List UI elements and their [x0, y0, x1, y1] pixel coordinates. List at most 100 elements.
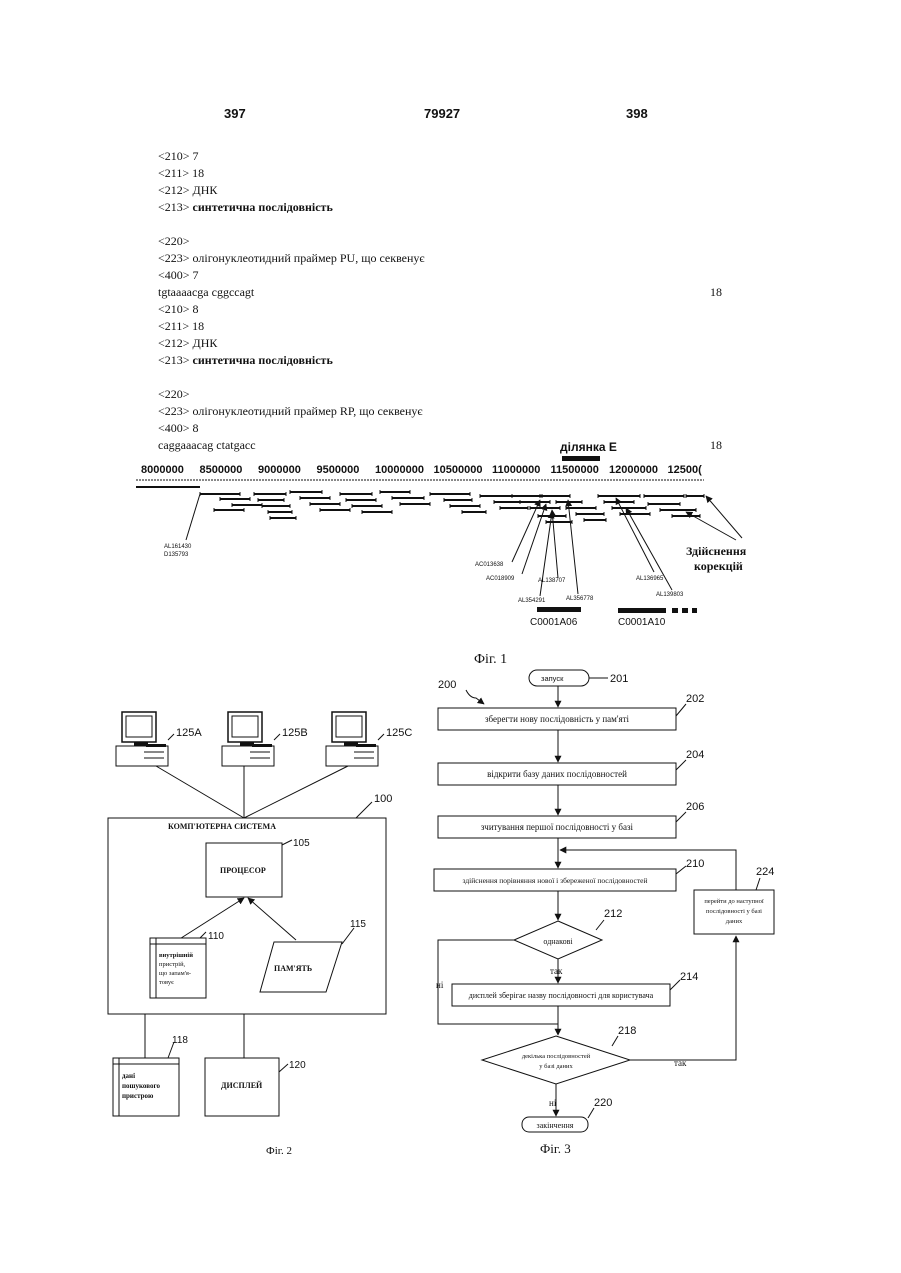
scale-tick-label: 12000000: [609, 464, 658, 476]
scale-tick-label: 11000000: [492, 464, 540, 476]
leader-line: [342, 928, 354, 944]
ref-number: 115: [350, 919, 366, 930]
no-label: ні: [436, 980, 444, 990]
yes-label: так: [674, 1058, 687, 1068]
ref-number: 212: [604, 908, 622, 920]
scale-tick-label: 9500000: [317, 464, 360, 476]
storage-label: товує: [159, 979, 174, 986]
accession-label: AC018909: [486, 576, 515, 582]
ref-number: 204: [686, 749, 704, 761]
accession-label: AL356778: [566, 596, 594, 602]
step-label: перейти до наступної: [704, 898, 764, 905]
accession-label: D135793: [164, 552, 189, 558]
accession-label: AL136965: [636, 576, 664, 582]
terminal-ref: 125B: [282, 727, 308, 739]
no-label: ні: [549, 1098, 557, 1108]
scale-tick-label: 10000000: [375, 464, 424, 476]
terminal-ref: 125C: [386, 727, 412, 739]
contig-bar: [682, 608, 688, 613]
leader-line: [596, 920, 604, 930]
scale-tick-label: 8000000: [141, 464, 184, 476]
accession-label: AC013638: [475, 562, 504, 568]
ref-number: 202: [686, 693, 704, 705]
system-label: КОМП'ЮТЕРНА СИСТЕМА: [168, 822, 276, 831]
step-label: зберегти нову послідовність у пам'яті: [485, 714, 630, 724]
storage-label: що запам'я-: [159, 970, 191, 977]
leader-line: [756, 878, 760, 890]
fig3-caption: Фіг. 3: [540, 1141, 571, 1156]
scale-tick-label: 11500000: [551, 464, 599, 476]
leader-line: [676, 760, 686, 770]
memory-label: ПАМ'ЯТЬ: [274, 964, 312, 973]
scale-tick-label: 10500000: [434, 464, 483, 476]
leader-line: [676, 812, 686, 822]
corrections-label: Здійснення: [686, 544, 747, 558]
region-e-label: ділянка Е: [560, 440, 617, 454]
decision-label: у базі даних: [539, 1063, 573, 1070]
clone-segments: [200, 490, 704, 524]
terminal-computer: [326, 712, 378, 766]
yes-label: так: [550, 966, 563, 976]
ref-number: 201: [610, 673, 628, 685]
leader-line: [676, 866, 686, 874]
scale-tick-label: 12500(: [668, 464, 703, 476]
pointer: [616, 498, 654, 572]
accession-label: AL161430: [164, 544, 192, 550]
corrections-label: корекцій: [694, 559, 743, 573]
fig1-caption: Фіг. 1: [474, 652, 507, 667]
ref-number: 105: [293, 838, 310, 849]
leader-line: [168, 734, 174, 740]
contig-bar: [672, 608, 678, 613]
arrow: [248, 898, 296, 940]
step-label: даних: [726, 918, 743, 925]
fig2-caption: Фіг. 2: [266, 1145, 292, 1157]
ref-number: 220: [594, 1097, 612, 1109]
fig1-contig-map: ділянка Е 8000000 8500000 9000000 9500000 10…: [136, 440, 747, 667]
decision-label: однакові: [543, 937, 573, 946]
display-label: ДИСПЛЕЙ: [221, 1081, 263, 1090]
decision-218: [482, 1036, 630, 1084]
contig-label: C0001A10: [618, 617, 666, 628]
processor-label: ПРОЦЕСОР: [220, 866, 266, 875]
ref-number: 206: [686, 801, 704, 813]
decision-label: декілька послідовностей: [522, 1053, 591, 1060]
leader-line: [279, 1064, 288, 1072]
contig-bar: [537, 607, 581, 612]
contig-bar: [618, 608, 666, 613]
pointer: [512, 500, 540, 562]
step-label: дисплей зберігає назву послідовності для…: [469, 991, 654, 1000]
leader-line: [274, 734, 280, 740]
pointer: [706, 496, 742, 538]
leader-line: [588, 1108, 594, 1118]
ref-number: 118: [172, 1035, 188, 1046]
fig2-computer-system: 125A 125B 125C КОМП'ЮТЕРНА СИСТЕМА 100 П…: [108, 712, 412, 1157]
accession-label: AL139803: [656, 592, 684, 598]
contig-bar: [692, 608, 697, 613]
ref-number: 200: [438, 679, 456, 691]
pointer: [186, 494, 200, 540]
scale-tick-label: 9000000: [258, 464, 301, 476]
leader-line: [378, 734, 384, 740]
accession-label: AL138707: [538, 578, 566, 584]
leader-line: [670, 980, 680, 990]
contig-label: C0001A06: [530, 617, 578, 628]
ref-number: 210: [686, 858, 704, 870]
end-label: закінчення: [537, 1121, 574, 1130]
step-label: здійснення порівняння нової і збереженої…: [463, 876, 648, 885]
step-label: зчитування першої послідовності у базі: [481, 822, 634, 832]
fig3-flowchart: 200 запуск 201 зберегти нову послідовніс…: [434, 670, 774, 1156]
start-label: запуск: [541, 674, 564, 683]
search-label: пристрою: [122, 1092, 154, 1100]
scale-tick-label: 8500000: [200, 464, 243, 476]
connector-line: [244, 766, 348, 818]
pointer: [552, 510, 558, 578]
connector-line: [156, 766, 244, 818]
storage-label: внутрішній: [159, 952, 193, 959]
leader-line: [612, 1036, 618, 1046]
storage-label: пристрій,: [159, 961, 186, 968]
no-branch-line: [438, 940, 558, 1024]
region-e-bar: [562, 456, 600, 461]
terminal-ref: 125A: [176, 727, 202, 739]
step-label: послідовності у базі: [706, 908, 762, 915]
